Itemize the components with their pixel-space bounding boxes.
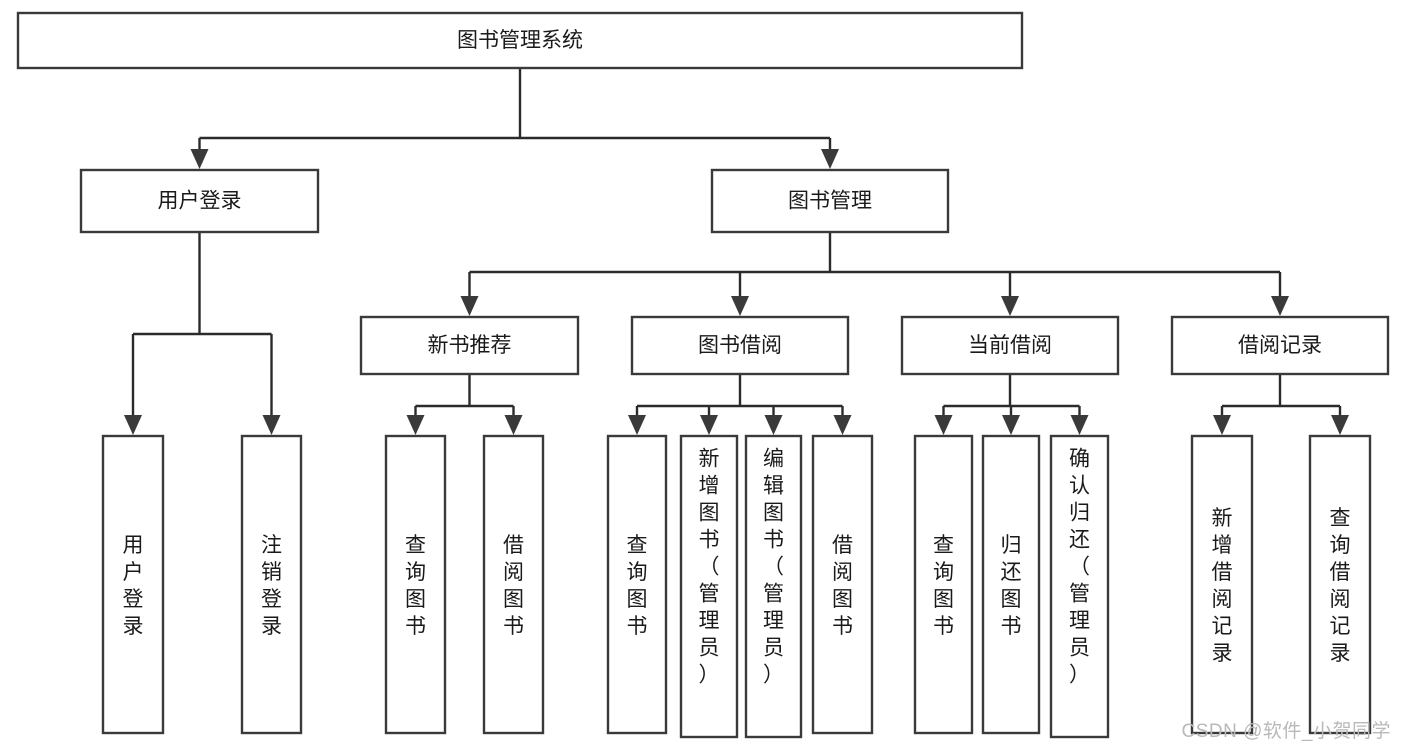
csdn-watermark: CSDN @软件_小贺同学 <box>1181 721 1391 742</box>
node-box-current-borrow <box>900 315 1120 376</box>
node-user-login[interactable]: 用户登录 <box>79 168 320 234</box>
node-root[interactable]: 图书管理系统 <box>16 11 1024 70</box>
node-box-book-borrow <box>630 315 850 376</box>
node-label-user-login: 用户登录 <box>158 190 242 213</box>
node-label-leaf-query-book-recommend: 查询图书 <box>405 534 426 638</box>
node-leaf-logout[interactable]: 注销登录 <box>240 434 303 735</box>
arrow-head-icon <box>628 415 646 435</box>
node-leaf-borrow-book-recommend[interactable]: 借阅图书 <box>482 434 545 735</box>
node-label-leaf-borrow-book: 借阅图书 <box>832 534 853 638</box>
node-current-borrow[interactable]: 当前借阅 <box>900 315 1120 376</box>
node-label-book-borrow: 图书借阅 <box>698 334 782 357</box>
node-leaf-add-borrow-record[interactable]: 新增借阅记录 <box>1190 434 1254 735</box>
node-box-user-login <box>79 168 320 234</box>
arrow-head-icon <box>190 149 209 169</box>
node-leaf-query-book-recommend[interactable]: 查询图书 <box>384 434 447 735</box>
node-leaf-borrow-book[interactable]: 借阅图书 <box>811 434 874 735</box>
node-label-current-borrow: 当前借阅 <box>968 334 1052 357</box>
node-label-leaf-edit-book-admin: 编辑图书（管理员） <box>763 448 784 687</box>
node-leaf-confirm-return-admin[interactable]: 确认归还（管理员） <box>1049 434 1110 739</box>
arrow-head-icon <box>124 415 142 435</box>
node-leaf-add-book-admin[interactable]: 新增图书（管理员） <box>679 434 739 739</box>
node-label-leaf-return-book: 归还图书 <box>1001 534 1022 638</box>
node-label-book-management: 图书管理 <box>788 190 872 213</box>
node-leaf-return-book[interactable]: 归还图书 <box>981 434 1041 735</box>
node-leaf-query-book-current[interactable]: 查询图书 <box>913 434 974 735</box>
node-label-leaf-add-borrow-record: 新增借阅记录 <box>1212 507 1233 665</box>
node-label-leaf-user-login: 用户登录 <box>123 534 144 638</box>
node-book-borrow[interactable]: 图书借阅 <box>630 315 850 376</box>
arrow-head-icon <box>934 415 953 435</box>
node-box-leaf-edit-book-admin <box>744 434 803 739</box>
arrow-head-icon <box>764 415 783 435</box>
node-label-leaf-query-book-current: 查询图书 <box>933 534 954 638</box>
arrow-head-icon <box>1213 415 1231 435</box>
node-box-leaf-query-book-current <box>913 434 974 735</box>
node-label-leaf-query-book-borrow: 查询图书 <box>627 534 648 638</box>
arrow-head-icon <box>262 415 281 435</box>
node-label-new-book-recommend: 新书推荐 <box>428 334 512 357</box>
node-box-leaf-add-book-admin <box>679 434 739 739</box>
arrow-head-icon <box>460 296 479 316</box>
arrow-head-icon <box>406 415 425 435</box>
node-box-leaf-query-book-recommend <box>384 434 447 735</box>
node-borrow-record[interactable]: 借阅记录 <box>1170 315 1390 376</box>
node-box-leaf-return-book <box>981 434 1041 735</box>
arrow-head-icon <box>833 415 852 435</box>
node-box-leaf-query-book-borrow <box>606 434 668 735</box>
arrow-head-icon <box>1001 296 1019 316</box>
node-new-book-recommend[interactable]: 新书推荐 <box>359 315 580 376</box>
arrow-head-icon <box>1002 415 1020 435</box>
node-leaf-edit-book-admin[interactable]: 编辑图书（管理员） <box>744 434 803 739</box>
arrow-head-icon <box>821 149 839 169</box>
node-label-leaf-confirm-return-admin: 确认归还（管理员） <box>1069 448 1090 687</box>
node-label-leaf-borrow-book-recommend: 借阅图书 <box>503 534 524 638</box>
node-book-management[interactable]: 图书管理 <box>710 168 950 234</box>
arrow-head-icon <box>700 415 718 435</box>
node-label-leaf-query-borrow-record: 查询借阅记录 <box>1330 507 1351 665</box>
arrow-head-icon <box>1271 296 1289 316</box>
node-box-leaf-logout <box>240 434 303 735</box>
node-box-leaf-confirm-return-admin <box>1049 434 1110 739</box>
node-box-leaf-add-borrow-record <box>1190 434 1254 735</box>
node-box-root <box>16 11 1024 70</box>
node-box-borrow-record <box>1170 315 1390 376</box>
connector-layer <box>124 68 1349 435</box>
node-leaf-user-login[interactable]: 用户登录 <box>101 434 165 735</box>
arrow-head-icon <box>1070 415 1089 435</box>
node-box-leaf-borrow-book <box>811 434 874 735</box>
node-label-root: 图书管理系统 <box>457 29 583 52</box>
node-leaf-query-book-borrow[interactable]: 查询图书 <box>606 434 668 735</box>
arrow-head-icon <box>504 415 523 435</box>
node-label-leaf-add-book-admin: 新增图书（管理员） <box>699 448 720 687</box>
node-label-borrow-record: 借阅记录 <box>1238 334 1322 357</box>
node-box-leaf-query-borrow-record <box>1308 434 1372 735</box>
node-box-leaf-user-login <box>101 434 165 735</box>
node-box-book-management <box>710 168 950 234</box>
node-layer: 图书管理系统用户登录图书管理新书推荐图书借阅当前借阅借阅记录用户登录注销登录查询… <box>16 11 1390 739</box>
node-box-new-book-recommend <box>359 315 580 376</box>
arrow-head-icon <box>1331 415 1349 435</box>
arrow-head-icon <box>731 296 749 316</box>
node-box-leaf-borrow-book-recommend <box>482 434 545 735</box>
node-leaf-query-borrow-record[interactable]: 查询借阅记录 <box>1308 434 1372 735</box>
node-label-leaf-logout: 注销登录 <box>261 534 282 638</box>
